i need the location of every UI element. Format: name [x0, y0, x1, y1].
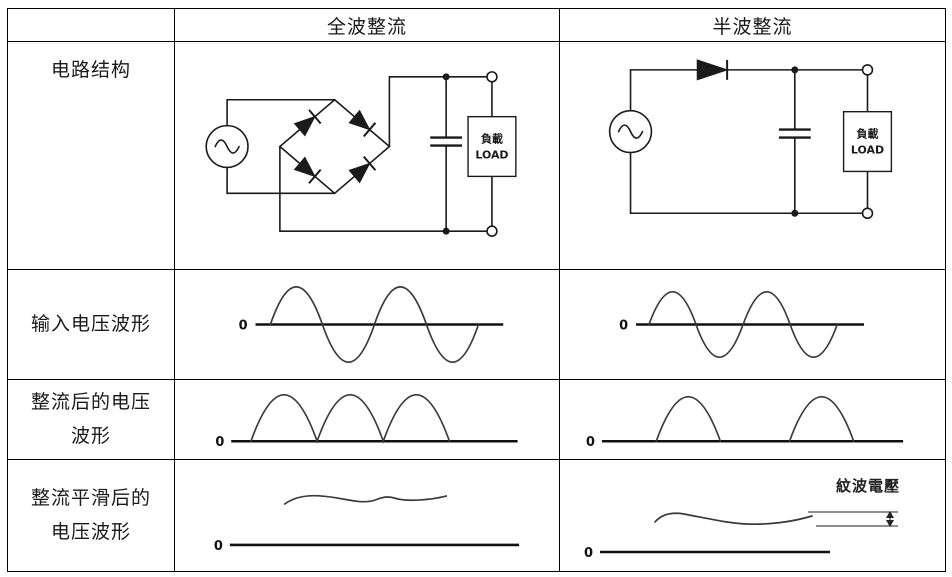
full-wave-smoothed-waveform: 0 [214, 494, 520, 554]
load-label-en: LOAD [851, 144, 884, 157]
zero-label: 0 [586, 435, 595, 450]
load-label-cn: 負載 [857, 127, 879, 141]
rectified-hump [788, 396, 855, 443]
rectified-label-line1: 整流后的电压 [30, 392, 151, 414]
load-label-cn: 負載 [481, 132, 503, 146]
half-wave-rectified-waveform: 0 [586, 396, 904, 450]
zero-label: 0 [584, 546, 593, 561]
wire [226, 166, 336, 195]
sine-wave [648, 291, 839, 358]
load-label-en: LOAD [475, 148, 508, 161]
smoothed-label-line2: 电压波形 [50, 521, 131, 543]
junction-dot [791, 209, 799, 217]
half-wave-rectified-cell: 0 [560, 380, 945, 460]
row-label-rectified-waveform: 整流后的电压 波形 [8, 380, 175, 460]
junction-dot [791, 66, 799, 74]
output-terminal [861, 64, 874, 76]
half-wave-circuit-cell: 負載 LOAD [560, 42, 945, 270]
full-wave-input-sine-waveform: 0 [239, 286, 504, 363]
zero-label: 0 [215, 435, 224, 450]
load-box [467, 115, 517, 178]
output-terminal [486, 71, 498, 83]
diode-icon [293, 156, 322, 184]
full-wave-input-cell: 0 [175, 270, 560, 380]
half-wave-input-sine-waveform: 0 [619, 291, 864, 358]
load-box [842, 110, 893, 173]
diode-icon [293, 109, 322, 137]
half-wave-circuit-diagram: 負載 LOAD [608, 59, 893, 220]
full-wave-smoothed-cell: 0 [175, 460, 560, 571]
wire [629, 151, 864, 215]
arrow-down-icon [886, 520, 894, 527]
junction-dot [442, 227, 450, 235]
column-header-full-wave: 全波整流 [175, 9, 560, 42]
diode-icon [696, 59, 729, 81]
wire [629, 69, 699, 112]
output-terminal [486, 225, 498, 237]
smoothed-ripple-wave [283, 494, 448, 505]
sine-wave [269, 286, 480, 363]
junction-dot [442, 73, 450, 81]
rectified-hump [655, 396, 722, 443]
smoothed-ripple-wave [654, 512, 813, 526]
row-label-input-waveform: 输入电压波形 [8, 270, 175, 380]
rectified-humps [250, 394, 451, 444]
wire [226, 98, 336, 127]
smoothed-label-line1: 整流平滑后的 [30, 488, 151, 510]
capacitor-icon [778, 128, 811, 139]
wire [388, 76, 488, 148]
full-wave-bridge-circuit-diagram: 負載 LOAD [205, 71, 517, 237]
full-wave-header-label: 全波整流 [326, 16, 407, 38]
ripple-voltage-label: 紋波電壓 [836, 477, 900, 495]
full-wave-rectified-waveform: 0 [215, 394, 518, 450]
bridge-diamond-wire [278, 98, 391, 195]
rectifier-comparison-table: 全波整流 半波整流 电路结构 負載 LOAD [7, 8, 946, 572]
circuit-structure-label: 电路结构 [50, 60, 131, 81]
half-wave-smoothed-cell: 紋波電壓 0 [560, 460, 945, 571]
zero-label: 0 [619, 318, 628, 333]
row-label-smoothed-waveform: 整流平滑后的 电压波形 [8, 460, 175, 571]
rectified-label-line2: 波形 [70, 425, 111, 447]
diode-icon [348, 109, 377, 138]
table-corner-cell [8, 9, 175, 42]
sine-symbol-icon [617, 124, 644, 139]
column-header-half-wave: 半波整流 [560, 9, 945, 42]
output-terminal [861, 207, 874, 220]
full-wave-rectified-cell: 0 [175, 380, 560, 460]
row-label-circuit-structure: 电路结构 [8, 42, 175, 270]
sine-symbol-icon [214, 139, 240, 154]
diode-icon [348, 156, 377, 184]
input-waveform-label: 输入电压波形 [30, 313, 151, 335]
half-wave-input-cell: 0 [560, 270, 945, 380]
zero-label: 0 [214, 539, 223, 554]
wire [279, 145, 488, 232]
full-wave-circuit-cell: 負載 LOAD [175, 42, 560, 270]
half-wave-smoothed-waveform: 紋波電壓 0 [584, 477, 900, 561]
arrow-up-icon [886, 511, 894, 518]
half-wave-header-label: 半波整流 [712, 16, 793, 38]
capacitor-icon [430, 136, 463, 147]
zero-label: 0 [239, 318, 248, 333]
